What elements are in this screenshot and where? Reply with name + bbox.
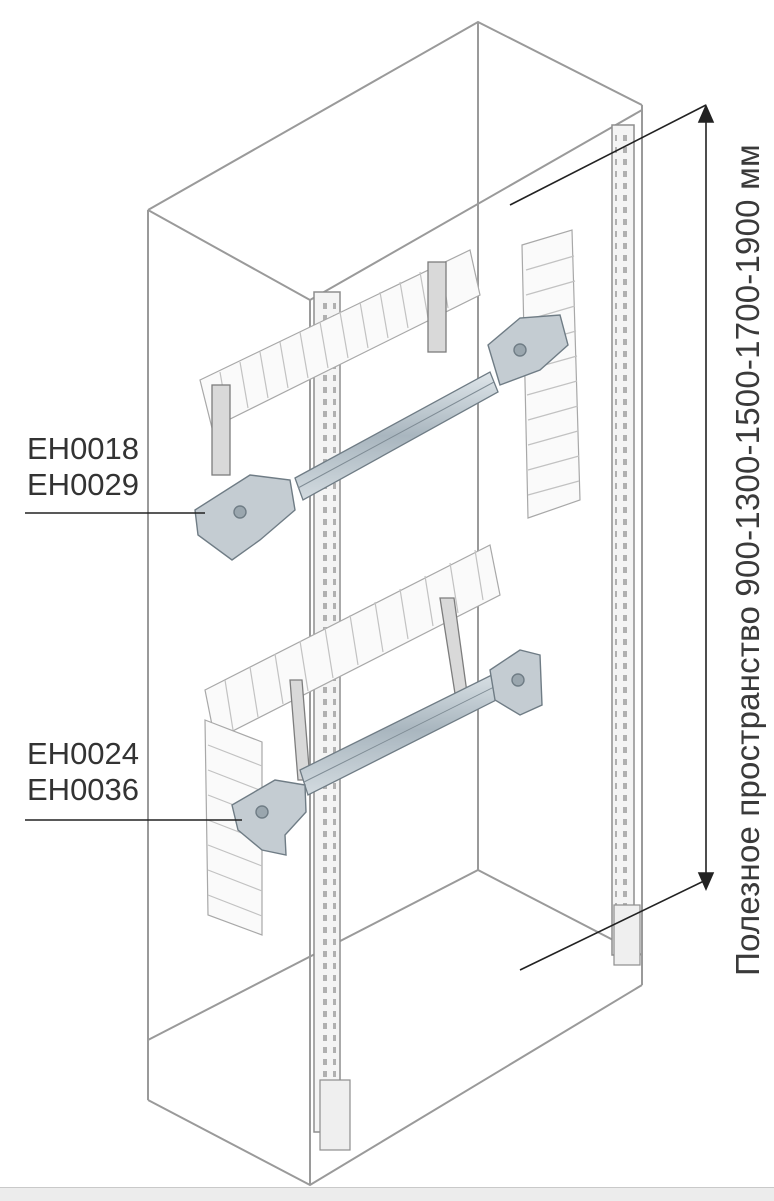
- top-bracket-front: [194, 474, 296, 561]
- cable-duct-rear-vertical: [521, 229, 581, 519]
- dimension-line: [509, 104, 715, 971]
- usable-space-dimension-label: Полезное пространство 900-1300-1500-1700…: [729, 144, 766, 976]
- label-eh0024: EH0024: [27, 736, 140, 771]
- rear-upright: [611, 124, 641, 966]
- bottom-scrollbar-strip: [0, 1187, 774, 1201]
- cable-duct-front-vertical: [204, 719, 263, 936]
- cabinet-frame: [147, 20, 643, 1187]
- label-eh0029: EH0029: [27, 467, 140, 502]
- top-bracket-rear: [487, 314, 569, 386]
- label-eh0018: EH0018: [27, 431, 140, 466]
- bottom-bracket-front: [231, 779, 307, 856]
- front-upright: [313, 291, 351, 1151]
- cable-duct-bottom: [204, 544, 501, 741]
- bottom-bracket-rear: [489, 649, 543, 716]
- label-eh0036: EH0036: [27, 772, 140, 807]
- top-din-rail: [294, 371, 499, 501]
- top-straps: [211, 261, 447, 476]
